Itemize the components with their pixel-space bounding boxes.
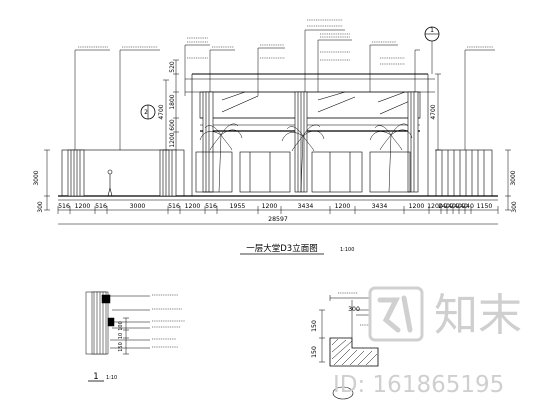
drawing-scale: 1:100 (340, 247, 354, 253)
dimension-label: 3434 (372, 203, 388, 210)
bottom-dimension-chain (58, 209, 498, 225)
dimension-label: 516 (168, 203, 180, 210)
callout-number: 2 (144, 109, 148, 116)
drawing-title: 一层大堂D3立面图 (246, 243, 317, 254)
main-elevation (58, 73, 498, 201)
dimension-label: 1200 (427, 203, 443, 210)
callout-number: 1 (430, 27, 434, 34)
dimension-label: 1200 (75, 203, 91, 210)
dimension-label: 240 (444, 203, 456, 210)
detail-dim-150: 150 (118, 342, 124, 352)
dimension-label: 1150 (477, 203, 493, 210)
dimension-ticks (57, 206, 499, 214)
dimension-label: 516 (95, 203, 107, 210)
dimension-label: 240 (462, 203, 474, 210)
dimension-label: 1200 (409, 203, 425, 210)
dimension-label: 240 (438, 203, 450, 210)
watermark-glyph (377, 295, 413, 333)
dim-right-3000: 3000 (510, 170, 517, 185)
dimension-label: 516 (58, 203, 70, 210)
detail-left (85, 291, 150, 355)
detail-left-scale: 1:10 (106, 375, 117, 381)
dimension-label: 3000 (130, 203, 146, 210)
section-callout-side: 2 (140, 104, 156, 120)
dimension-label: 240 (456, 203, 468, 210)
dim-right-300: 300 (511, 201, 518, 213)
dimension-label: 1200 (185, 203, 201, 210)
detail-right-dim-150-bottom: 150 (311, 346, 318, 358)
detail-left-notes (152, 294, 185, 348)
detail-right (319, 295, 390, 367)
dim-upper-4700: 4700 (158, 104, 165, 119)
dim-upper-right-4700: 4700 (430, 104, 437, 119)
watermark: 知末 ID: 161865195 (333, 286, 522, 398)
detail-dim-100: 100 (118, 321, 124, 331)
dimension-label: 1955 (230, 203, 246, 210)
dimension-label: 516 (205, 203, 217, 210)
right-dimensions (435, 73, 511, 211)
detail-right-dim-300: 300 (348, 306, 360, 313)
annotation-text-marks (78, 19, 493, 65)
left-dimensions (44, 59, 179, 211)
section-callout-main: 1 (424, 26, 440, 74)
dim-left-300: 300 (37, 201, 44, 213)
dim-upper-1200: 1200 (169, 132, 176, 147)
detail-right-dim-150-top: 150 (311, 320, 318, 332)
dimension-label: 1200 (262, 203, 278, 210)
watermark-logo-text: 知末 (434, 290, 522, 341)
detail-left-callout: 1 (93, 372, 98, 382)
watermark-id-text: ID: 161865195 (333, 372, 504, 398)
dim-total: 28597 (268, 216, 288, 223)
dim-left-3000: 3000 (33, 170, 40, 185)
dimension-label: 3434 (298, 203, 314, 210)
dim-upper-1800: 1800 (169, 94, 176, 109)
dimension-labels: 516 1200 516 3000 516 1200 516 1955 1200 3434 1200… (58, 203, 492, 210)
dimension-label: 1200 (335, 203, 351, 210)
watermark-logo-icon (368, 286, 424, 342)
annotation-leaders (74, 29, 495, 150)
detail-right-callout-mark (332, 386, 354, 400)
palm-tree-icon (199, 123, 413, 193)
dim-upper-600: 600 (169, 119, 176, 131)
dimension-label: 240 (450, 203, 462, 210)
dim-upper-520: 520 (169, 61, 176, 73)
detail-dim-10: 10 (118, 333, 124, 339)
